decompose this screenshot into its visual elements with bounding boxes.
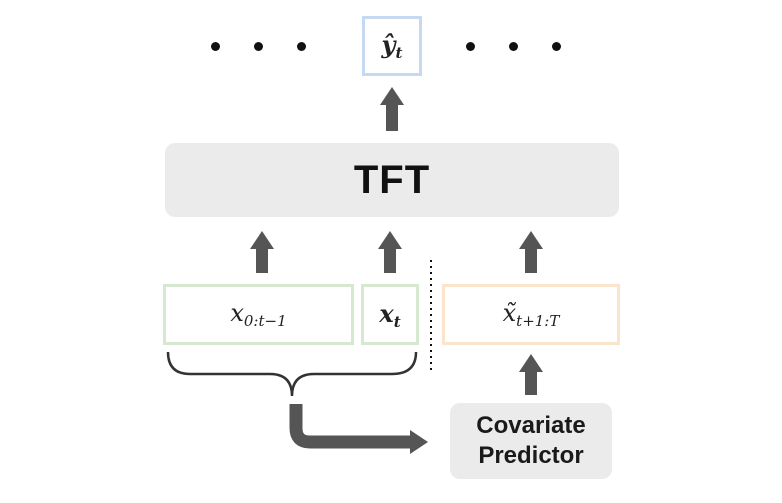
ellipsis-dot: [466, 42, 475, 51]
arrow-up-icon: [250, 231, 274, 273]
ellipsis-dot: [509, 42, 518, 51]
covariate-predictor-line1: Covariate: [476, 412, 586, 439]
ellipsis-dot: [297, 42, 306, 51]
arrow-up-icon: [519, 354, 543, 395]
tft-model-block: TFT: [165, 143, 619, 217]
bent-arrow-icon: [289, 404, 428, 454]
covariate-predictor-line2: Predictor: [478, 442, 584, 469]
tft-label: TFT: [353, 157, 431, 202]
arrow-up-icon: [380, 87, 404, 131]
output-symbol: ŷt: [381, 30, 403, 62]
ellipsis-dot: [552, 42, 561, 51]
output-prediction-box: ŷt: [362, 16, 422, 76]
arrow-up-icon: [378, 231, 402, 273]
history-input-box: x0:t−1: [163, 284, 354, 345]
history-symbol: x0:t−1: [230, 299, 287, 330]
ellipsis-dot: [254, 42, 263, 51]
ellipsis-dot: [211, 42, 220, 51]
curly-brace-icon: [166, 351, 418, 397]
current-symbol: xt: [379, 298, 401, 331]
arrow-up-icon: [519, 231, 543, 273]
covariate-predictor-block: Covariate Predictor: [450, 403, 612, 479]
future-symbol: x̃t+1:T: [502, 299, 560, 330]
current-input-box: xt: [361, 284, 419, 345]
future-covariates-box: x̃t+1:T: [442, 284, 620, 345]
